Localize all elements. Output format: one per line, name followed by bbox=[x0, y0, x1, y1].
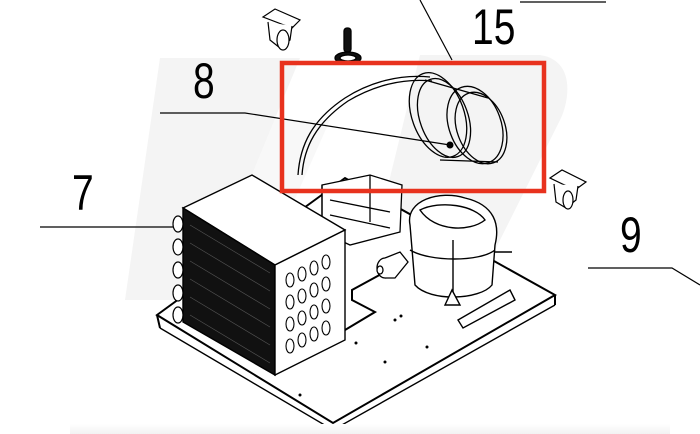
caster-right-icon bbox=[548, 169, 588, 210]
condenser-tube-bends-left bbox=[172, 215, 184, 324]
bottom-edge-fade bbox=[70, 424, 670, 434]
base-plate-holes bbox=[298, 314, 429, 397]
condenser-fins bbox=[189, 224, 271, 364]
leveling-foot-icon bbox=[334, 27, 362, 65]
capillary-coil bbox=[297, 72, 508, 176]
callout-label-15: 15 bbox=[472, 0, 516, 55]
refrigerant-line bbox=[344, 271, 386, 331]
condenser bbox=[181, 174, 347, 377]
fan-motor bbox=[376, 251, 409, 279]
highlight-box bbox=[279, 60, 547, 194]
condenser-tube-ends bbox=[285, 254, 331, 354]
leader-lines bbox=[40, 0, 700, 286]
callout-label-7: 7 bbox=[72, 165, 94, 221]
compressor bbox=[408, 194, 516, 329]
leader-point-8 bbox=[446, 141, 454, 149]
callout-label-9: 9 bbox=[620, 207, 642, 263]
callout-label-8: 8 bbox=[193, 53, 215, 109]
caster-left-icon bbox=[261, 8, 302, 51]
